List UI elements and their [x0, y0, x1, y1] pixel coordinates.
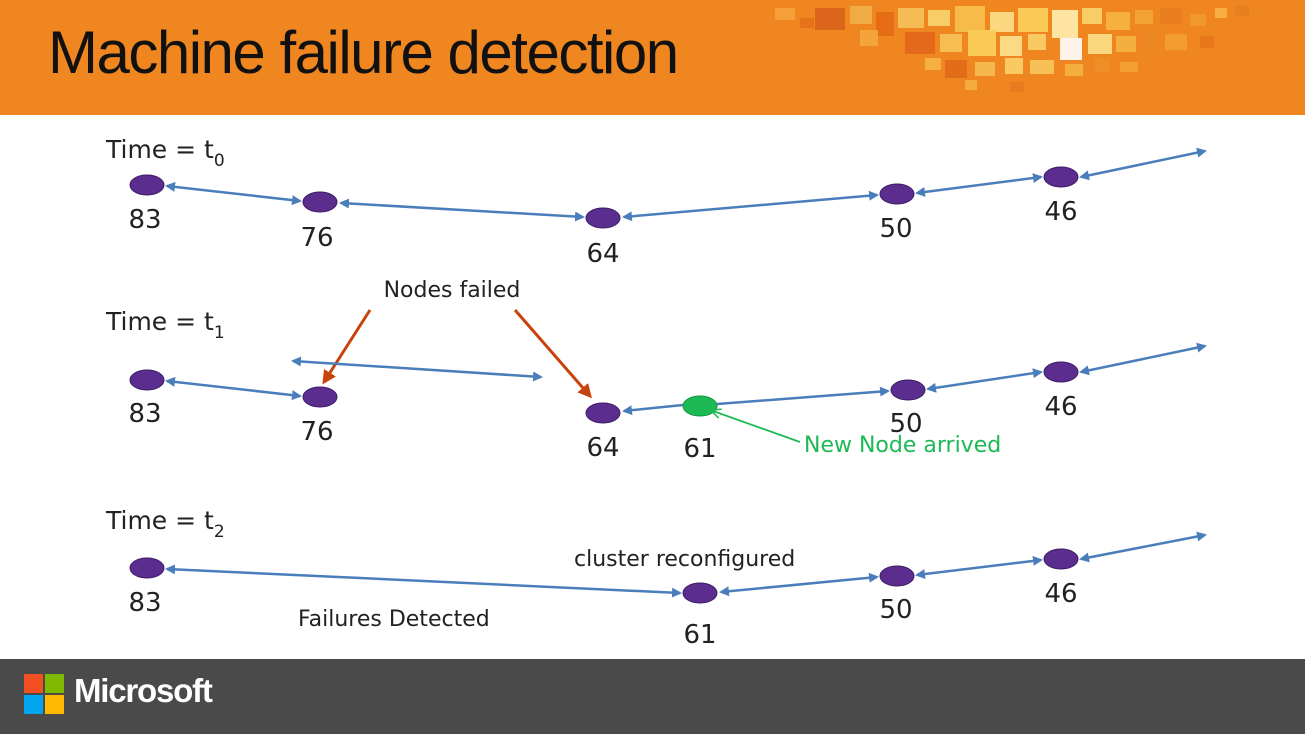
node-label: 46	[1044, 579, 1077, 609]
link	[915, 173, 1043, 197]
node	[682, 582, 718, 604]
new-node	[682, 395, 718, 417]
node	[1043, 166, 1079, 188]
node	[879, 183, 915, 205]
node	[302, 191, 338, 213]
node-label: 83	[128, 205, 161, 235]
link	[339, 198, 585, 222]
link	[622, 190, 879, 222]
row-t1: Time = t1 83 76 64 61 50 46 New Node arr…	[105, 307, 1207, 464]
node	[129, 557, 165, 579]
link	[291, 356, 543, 382]
slide-header: Machine failure detection	[0, 0, 1305, 115]
node-label: 64	[586, 433, 619, 463]
node-label: 46	[1044, 392, 1077, 422]
slide-title: Machine failure detection	[48, 19, 679, 86]
time-label-t2: Time = t2	[105, 506, 225, 542]
link	[926, 368, 1043, 393]
ring-diagram: Time = t0 83 76 64 50 46 Nodes failed Ti…	[105, 135, 1207, 650]
node-label: 83	[128, 399, 161, 429]
link	[1079, 147, 1207, 181]
slide-footer: Microsoft	[0, 659, 1305, 734]
node-label: 61	[683, 434, 716, 464]
row-t2: Time = t2 83 61 50 46 cluster reconfigur…	[105, 506, 1207, 650]
node-label: 46	[1044, 197, 1077, 227]
failure-arrow	[322, 309, 372, 385]
node	[1043, 361, 1079, 383]
row-t0: Time = t0 83 76 64 50 46	[105, 135, 1207, 269]
link	[719, 572, 879, 597]
link	[1079, 531, 1207, 563]
link	[622, 403, 684, 416]
node-label: 50	[879, 595, 912, 625]
decorative-mosaic	[775, 6, 1249, 92]
link	[165, 564, 682, 598]
link	[915, 555, 1043, 580]
new-node-label: New Node arrived	[804, 433, 1001, 458]
node	[879, 565, 915, 587]
detected-label: Failures Detected	[298, 607, 490, 632]
link	[165, 376, 302, 401]
reconfigured-label: cluster reconfigured	[574, 547, 795, 572]
node	[890, 379, 926, 401]
node-label: 76	[300, 223, 333, 253]
time-label-t1: Time = t1	[105, 307, 225, 343]
node	[302, 386, 338, 408]
failure-arrow	[513, 309, 592, 399]
time-label-t0: Time = t0	[105, 135, 225, 171]
node-label: 61	[683, 620, 716, 650]
node	[585, 402, 621, 424]
node-label: 64	[586, 239, 619, 269]
link	[1079, 342, 1207, 376]
link	[165, 181, 302, 206]
node-label: 83	[128, 588, 161, 618]
node	[129, 174, 165, 196]
new-node-pointer	[713, 411, 801, 443]
brand-wordmark: Microsoft	[74, 672, 213, 709]
node	[129, 369, 165, 391]
node	[585, 207, 621, 229]
nodes-failed-label: Nodes failed	[384, 278, 521, 303]
link	[716, 386, 890, 406]
node-label: 76	[300, 417, 333, 447]
microsoft-logo-icon	[24, 674, 64, 714]
node-label: 50	[889, 409, 922, 439]
node	[1043, 548, 1079, 570]
node-label: 50	[879, 214, 912, 244]
